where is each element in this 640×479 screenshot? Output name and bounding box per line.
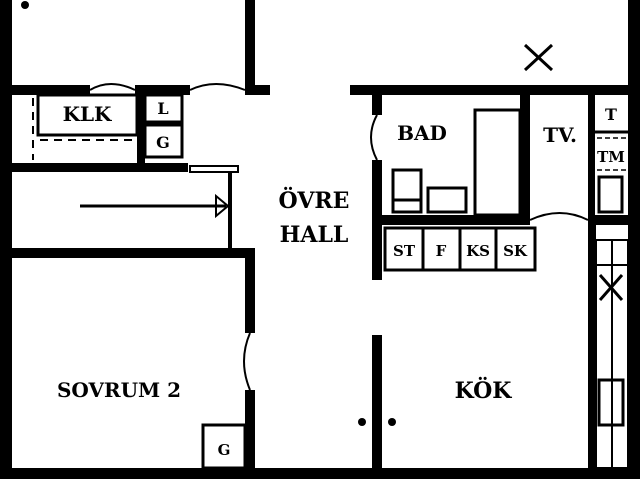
room-label-ovre: ÖVRE <box>279 186 350 214</box>
room-label-g: G <box>156 133 170 152</box>
room-label-sovrum2: SOVRUM 2 <box>57 378 181 402</box>
room-label-tv: TV. <box>543 123 577 147</box>
room-label-t: T <box>605 105 617 124</box>
room-label-hall: HALL <box>280 222 349 248</box>
cabinet-label-f: F <box>436 242 447 260</box>
cabinet-label-st: ST <box>393 242 416 260</box>
room-label-bad: BAD <box>397 121 447 145</box>
room-label-kok: KÖK <box>455 376 513 404</box>
fixtures <box>32 43 629 470</box>
door-handles <box>21 1 396 426</box>
cabinet-label-ks: KS <box>466 242 490 260</box>
room-label-l: L <box>157 99 168 118</box>
cabinet-label-sk: SK <box>503 242 528 260</box>
room-label-klk: KLK <box>63 102 112 126</box>
room-label-g-sovrum: G <box>218 441 231 459</box>
room-label-tm: TM <box>597 148 625 166</box>
